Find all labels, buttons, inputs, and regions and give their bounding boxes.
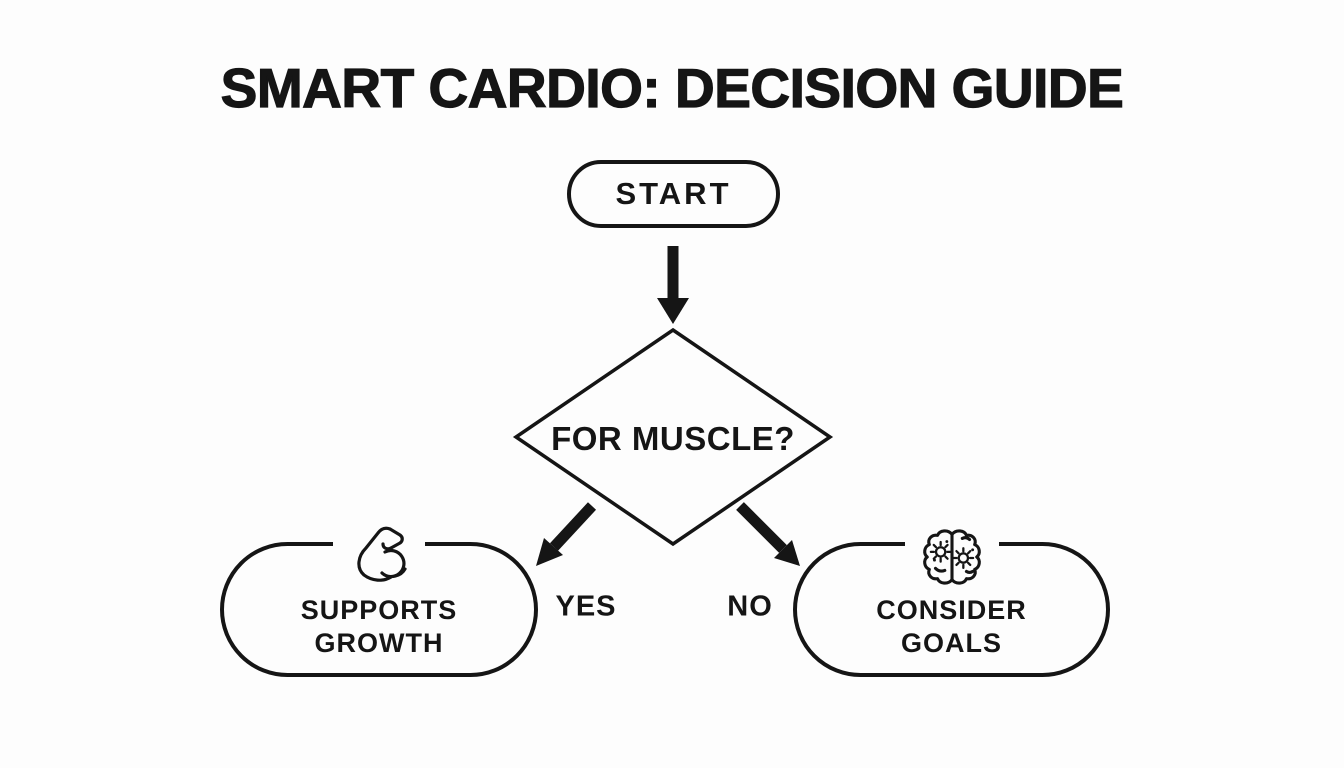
outcome-label: CONSIDER GOALS	[797, 594, 1106, 660]
start-node: START	[567, 160, 780, 228]
flexed-bicep-icon	[333, 524, 425, 588]
brain-icon	[904, 524, 999, 590]
arrow-start-to-decision	[657, 246, 689, 324]
outcome-label-line2: GOALS	[900, 628, 1002, 658]
decision-diamond	[512, 327, 834, 547]
outcome-label-line1: CONSIDER	[876, 595, 1027, 625]
outcome-label: SUPPORTS GROWTH	[224, 594, 534, 660]
outcome-node-supports-growth: SUPPORTS GROWTH	[220, 524, 538, 677]
yes-branch-label: YES	[555, 590, 617, 623]
outcome-label-line2: GROWTH	[314, 628, 444, 658]
arrow-no-branch	[736, 502, 800, 566]
outcome-node-consider-goals: CONSIDER GOALS	[793, 524, 1110, 677]
decision-node-label: FOR MUSCLE?	[551, 420, 795, 457]
start-node-label: START	[615, 176, 732, 211]
arrow-yes-branch	[536, 502, 597, 566]
no-branch-label: NO	[727, 590, 773, 623]
outcome-label-line1: SUPPORTS	[300, 595, 458, 625]
page-title: SMART CARDIO: DECISION GUIDE	[220, 56, 1124, 119]
